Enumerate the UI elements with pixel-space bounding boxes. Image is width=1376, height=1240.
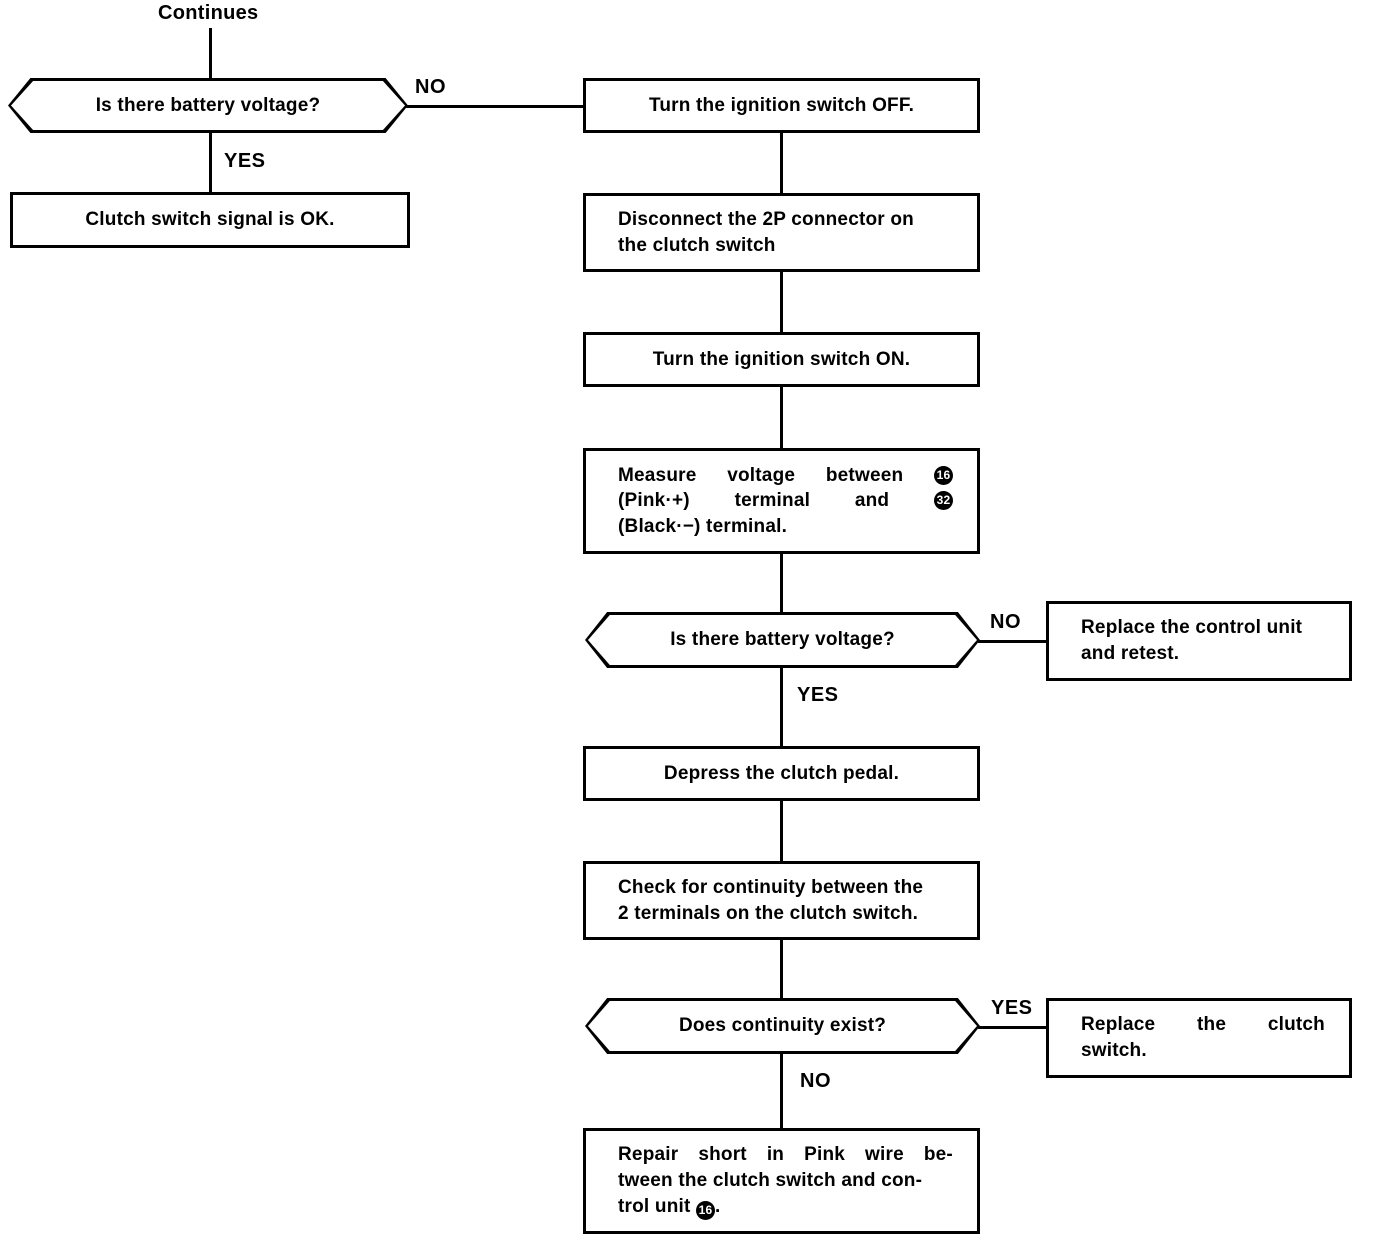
- repair-line3-text: trol unit: [618, 1195, 691, 1217]
- connector-continues-to-q1: [209, 28, 212, 78]
- connector-measure-to-q2: [780, 554, 783, 612]
- box-label: Turn the ignition switch OFF.: [648, 94, 915, 116]
- box-label: Check for continuity between the 2 termi…: [586, 875, 977, 926]
- box-line-1: Check for continuity between the: [618, 876, 924, 898]
- repair-line3-period: .: [715, 1195, 721, 1217]
- box-line-1: Repair short in Pink wire be-: [618, 1142, 953, 1168]
- box-line-1: Replace the clutch: [1081, 1012, 1325, 1038]
- connector-q1-yes: [209, 133, 212, 193]
- terminal-badge-16: 16: [934, 465, 953, 485]
- decision-is-there-battery-voltage-1: Is there battery voltage?: [8, 78, 408, 133]
- measure-word-terminal: terminal: [734, 490, 811, 512]
- box-line-2: (Pink·+) terminal and 32: [618, 488, 953, 514]
- box-line-3: (Black·−) terminal.: [618, 515, 788, 537]
- measure-word-pink-plus: (Pink·+): [618, 490, 690, 512]
- process-turn-ignition-switch-on: Turn the ignition switch ON.: [583, 332, 980, 387]
- branch-label-q3-yes: YES: [991, 997, 1033, 1019]
- box-line-2: and retest.: [1081, 643, 1180, 664]
- box-line-1: Replace the control unit: [1081, 617, 1303, 639]
- connector-q3-no: [780, 1054, 783, 1128]
- terminal-replace-control-unit: Replace the control unit and retest.: [1046, 601, 1352, 681]
- process-disconnect-2p-connector: Disconnect the 2P connector on the clutc…: [583, 193, 980, 272]
- box-line-2: tween the clutch switch and con-: [618, 1170, 923, 1191]
- process-depress-clutch-pedal: Depress the clutch pedal.: [583, 746, 980, 801]
- measure-word-measure: Measure: [618, 464, 697, 486]
- repair-word-repair: Repair: [618, 1144, 679, 1166]
- repair-word-pink: Pink: [804, 1144, 846, 1166]
- entry-label-continues: Continues: [158, 2, 259, 24]
- box-label: Clutch switch signal is OK.: [85, 209, 335, 231]
- decision-label: Is there battery voltage?: [670, 629, 895, 650]
- box-line-3: trol unit 16.: [618, 1194, 953, 1220]
- branch-label-q1-yes: YES: [224, 150, 266, 172]
- box-line-1: Disconnect the 2P connector on: [618, 208, 914, 230]
- connector-q2-no: [978, 640, 1048, 643]
- box-label: Disconnect the 2P connector on the clutc…: [586, 207, 977, 258]
- branch-label-q3-no: NO: [800, 1070, 831, 1092]
- box-label: Turn the ignition switch ON.: [652, 348, 911, 370]
- hexagon-fill: [588, 1001, 977, 1051]
- terminal-badge-16: 16: [696, 1200, 715, 1220]
- terminal-badge-32: 32: [933, 491, 953, 511]
- decision-label: Is there battery voltage?: [95, 94, 321, 116]
- replace-word-replace: Replace: [1081, 1014, 1156, 1036]
- branch-label-q2-no: NO: [990, 611, 1021, 633]
- process-check-continuity: Check for continuity between the 2 termi…: [583, 861, 980, 940]
- hexagon-fill: [588, 615, 977, 665]
- connector-q3-yes: [978, 1026, 1048, 1029]
- repair-word-in: in: [766, 1144, 785, 1166]
- replace-word-clutch: clutch: [1267, 1014, 1325, 1036]
- connector-q1-no: [406, 105, 586, 108]
- replace-word-the: the: [1197, 1014, 1227, 1036]
- measure-word-and: and: [854, 490, 890, 512]
- repair-word-short: short: [698, 1144, 747, 1166]
- hexagon-fill: [11, 81, 405, 130]
- box-line-2: switch.: [1081, 1040, 1147, 1061]
- process-measure-voltage: Measure voltage between 16 (Pink·+) term…: [583, 448, 980, 554]
- connector-ignon-to-measure: [780, 387, 783, 448]
- connector-disconnect-to-ignon: [780, 272, 783, 332]
- decision-does-continuity-exist: Does continuity exist?: [585, 998, 980, 1054]
- branch-label-q1-no: NO: [415, 76, 446, 98]
- branch-label-q2-yes: YES: [797, 684, 839, 706]
- process-turn-ignition-switch-off: Turn the ignition switch OFF.: [583, 78, 980, 133]
- box-label: Replace the clutch switch.: [1049, 1012, 1349, 1063]
- decision-is-there-battery-voltage-2: Is there battery voltage?: [585, 612, 980, 668]
- box-label: Measure voltage between 16 (Pink·+) term…: [586, 463, 977, 540]
- terminal-clutch-switch-signal-ok: Clutch switch signal is OK.: [10, 192, 410, 248]
- terminal-repair-short-pink-wire: Repair short in Pink wire be- tween the …: [583, 1128, 980, 1234]
- terminal-replace-clutch-switch: Replace the clutch switch.: [1046, 998, 1352, 1078]
- connector-depress-to-check: [780, 801, 783, 861]
- repair-word-be-hyphen: be-: [923, 1144, 953, 1166]
- box-label: Replace the control unit and retest.: [1049, 615, 1349, 666]
- box-label: Repair short in Pink wire be- tween the …: [586, 1142, 977, 1220]
- connector-ignoff-to-disconnect: [780, 133, 783, 193]
- box-line-2: 2 terminals on the clutch switch.: [618, 902, 919, 924]
- box-line-2: the clutch switch: [618, 234, 776, 256]
- box-line-1: Measure voltage between 16: [618, 463, 953, 489]
- measure-word-between: between: [825, 464, 904, 486]
- connector-check-to-q3: [780, 940, 783, 998]
- box-label: Depress the clutch pedal.: [663, 762, 900, 784]
- repair-word-wire: wire: [865, 1144, 904, 1166]
- connector-q2-yes: [780, 668, 783, 746]
- decision-label: Does continuity exist?: [678, 1015, 887, 1036]
- measure-word-voltage: voltage: [727, 464, 796, 486]
